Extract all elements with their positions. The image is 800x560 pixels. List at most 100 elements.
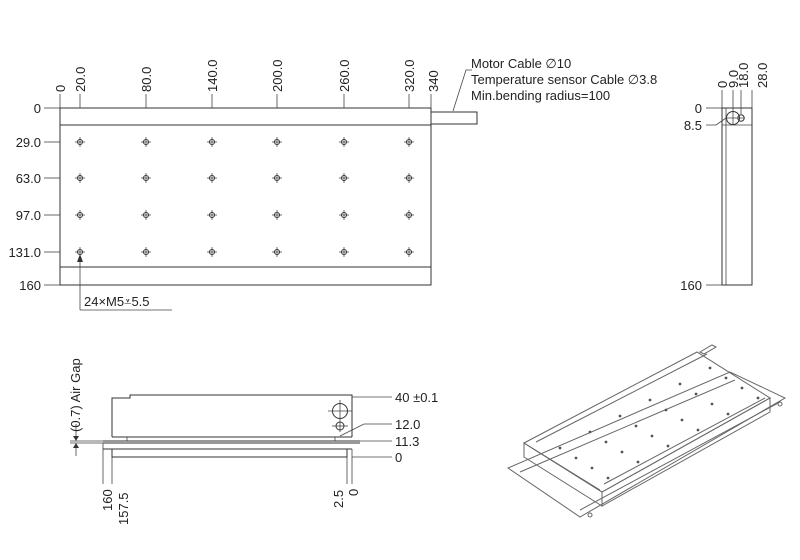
- iso-hole: [666, 444, 670, 448]
- iso-hole: [694, 392, 698, 396]
- mounting-hole: [141, 173, 151, 183]
- mounting-hole: [207, 210, 217, 220]
- iso-hole: [710, 402, 714, 406]
- mounting-hole: [207, 137, 217, 147]
- iso-hole: [648, 398, 652, 402]
- front-bottom-label-2-5: 2.5: [331, 490, 346, 508]
- iso-hole: [696, 428, 700, 432]
- hole-note: 24×M5⩡5.5: [84, 294, 150, 309]
- iso-hole: [724, 376, 728, 380]
- front-view: 40 ±0.1 12.0 11.3 0 (0.7) Air Gap 160 15…: [68, 358, 438, 525]
- front-bottom-label-0: 0: [346, 489, 361, 496]
- mounting-hole: [339, 173, 349, 183]
- cable-note-line2: Temperature sensor Cable ∅3.8: [471, 72, 657, 87]
- side-y-label-8-5: 8.5: [684, 118, 702, 133]
- cable-stub: [430, 111, 478, 125]
- iso-hole: [606, 476, 610, 480]
- mounting-hole: [404, 210, 414, 220]
- top-x-label-260: 260.0: [337, 59, 352, 92]
- iso-hole: [604, 440, 608, 444]
- side-x-label-28: 28.0: [755, 63, 770, 88]
- mounting-hole: [75, 173, 85, 183]
- iso-hole: [574, 456, 578, 460]
- top-y-label-131: 131.0: [8, 245, 41, 260]
- side-x-label-18: 18.0: [736, 63, 751, 88]
- top-y-dimension-lines: [44, 107, 60, 286]
- top-x-label-340: 340: [426, 70, 441, 92]
- front-upper-body: [111, 394, 353, 437]
- iso-hole: [650, 434, 654, 438]
- front-right-label-40: 40 ±0.1: [395, 390, 438, 405]
- mounting-hole: [207, 247, 217, 257]
- mounting-hole: [404, 137, 414, 147]
- mounting-hole: [141, 210, 151, 220]
- iso-hole: [708, 366, 712, 370]
- front-bottom-label-157-5: 157.5: [116, 492, 131, 525]
- mounting-hole: [207, 173, 217, 183]
- mounting-hole: [272, 210, 282, 220]
- mounting-hole: [141, 137, 151, 147]
- side-y-label-0: 0: [695, 101, 702, 116]
- top-x-label-320: 320.0: [402, 59, 417, 92]
- side-x-label-0: 0: [715, 81, 730, 88]
- top-x-label-0: 0: [53, 85, 68, 92]
- top-y-label-63: 63.0: [16, 171, 41, 186]
- mounting-hole: [404, 173, 414, 183]
- iso-mounting-holes: [558, 366, 760, 480]
- iso-hole: [740, 386, 744, 390]
- mounting-hole: [339, 210, 349, 220]
- air-gap-label: (0.7) Air Gap: [68, 358, 83, 432]
- top-x-label-140: 140.0: [205, 59, 220, 92]
- mounting-hole: [272, 173, 282, 183]
- iso-hole: [664, 408, 668, 412]
- cable-note-leader: [452, 69, 472, 112]
- iso-hole: [680, 418, 684, 422]
- mounting-holes: [75, 137, 414, 257]
- top-x-label-80: 80.0: [139, 67, 154, 92]
- mounting-hole: [272, 137, 282, 147]
- iso-hole: [726, 412, 730, 416]
- iso-hole: [620, 450, 624, 454]
- cable-note: Motor Cable ∅10 Temperature sensor Cable…: [452, 56, 657, 112]
- top-view: 0 20.0 80.0 140.0 200.0 260.0 320.0 340 …: [8, 59, 478, 311]
- top-y-label-29: 29.0: [16, 135, 41, 150]
- cable-note-line3: Min.bending radius=100: [471, 88, 610, 103]
- iso-hole: [634, 424, 638, 428]
- front-right-label-11-3: 11.3: [395, 434, 419, 449]
- top-x-dimension-lines: [59, 94, 432, 108]
- front-bottom-label-160: 160: [100, 489, 115, 511]
- iso-hole: [678, 382, 682, 386]
- isometric-view: [506, 344, 787, 518]
- side-x-label-9: 9.0: [726, 70, 741, 88]
- mounting-hole: [141, 247, 151, 257]
- top-x-label-200: 200.0: [270, 59, 285, 92]
- top-y-label-0: 0: [34, 101, 41, 116]
- mounting-hole: [339, 137, 349, 147]
- top-x-label-20: 20.0: [73, 67, 88, 92]
- iso-hole: [756, 396, 760, 400]
- side-view-outline: [721, 107, 753, 286]
- top-y-label-160: 160: [19, 278, 41, 293]
- side-view: 0 9.0 18.0 28.0 0 8.5 160: [680, 63, 770, 293]
- cable-note-line1: Motor Cable ∅10: [471, 56, 571, 71]
- iso-hole: [558, 446, 562, 450]
- iso-hole: [590, 466, 594, 470]
- iso-left-face: [523, 442, 603, 507]
- top-y-label-97: 97.0: [16, 208, 41, 223]
- top-view-outline: [59, 107, 432, 286]
- mounting-hole: [272, 247, 282, 257]
- mounting-hole: [339, 247, 349, 257]
- iso-hole: [636, 460, 640, 464]
- iso-hole: [618, 414, 622, 418]
- iso-hole: [588, 430, 592, 434]
- front-right-label-12: 12.0: [395, 417, 420, 432]
- front-lower-track: [111, 449, 348, 458]
- hole-note-arrow: [77, 254, 83, 262]
- mounting-hole: [75, 137, 85, 147]
- side-y-label-160: 160: [680, 278, 702, 293]
- front-right-label-0: 0: [395, 450, 402, 465]
- mounting-hole: [75, 210, 85, 220]
- iso-base-track: [506, 371, 787, 518]
- mounting-hole: [404, 247, 414, 257]
